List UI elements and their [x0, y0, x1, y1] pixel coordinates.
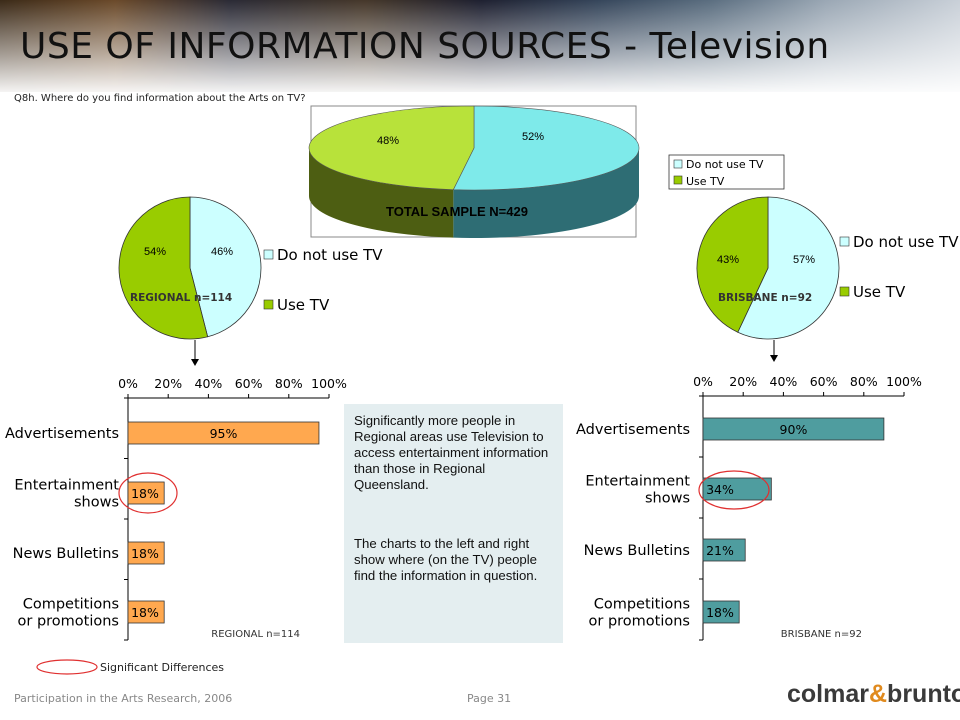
category-label: Advertisements	[5, 426, 119, 442]
pie-slice-do-not-use	[737, 196, 840, 340]
legend-label-do-not-use: Do not use TV	[853, 233, 959, 251]
significance-circle	[698, 470, 770, 510]
x-tick-label: 20%	[154, 376, 182, 391]
bar-value-label: 34%	[706, 482, 734, 497]
category-label: News Bulletins	[584, 543, 690, 559]
significance-circle	[118, 472, 178, 514]
category-label: Advertisements	[576, 422, 690, 438]
pie-slice-use-tv	[118, 196, 209, 340]
pie-label-use-tv: 43%	[717, 254, 739, 266]
bar-value-label: 18%	[131, 486, 159, 501]
logo-text-1: colmar	[787, 680, 869, 708]
pie-title: BRISBANE n=92	[718, 292, 812, 304]
x-tick-label: 40%	[195, 376, 223, 391]
pie-slice-do-not-use	[452, 105, 640, 191]
total-pie-legend: Do not use TV Use TV	[668, 154, 785, 190]
bar-1	[702, 477, 772, 501]
bar-1	[127, 481, 165, 505]
category-label: or promotions	[18, 614, 120, 630]
x-tick-label: 100%	[886, 374, 922, 389]
pie-title: REGIONAL n=114	[130, 292, 232, 304]
legend-label-use-tv: Use TV	[686, 175, 725, 188]
legend-label-use-tv: Use TV	[853, 283, 906, 301]
brisbane-pie-chart: 57% 43% BRISBANE n=92 Do not use TV Use TV	[696, 196, 959, 340]
x-tick-label: 80%	[275, 376, 303, 391]
x-tick-label: 60%	[810, 374, 838, 389]
pie-label-do-not-use: 46%	[211, 246, 233, 258]
legend-swatch-do-not-use	[673, 159, 683, 169]
pie-label-do-not-use: 52%	[522, 131, 544, 143]
page-title: USE OF INFORMATION SOURCES - Television	[20, 26, 830, 67]
pie-title: TOTAL SAMPLE N=429	[386, 204, 528, 219]
bar-value-label: 18%	[131, 605, 159, 620]
pie-label-use-tv: 54%	[144, 246, 166, 258]
pie-label-do-not-use: 57%	[793, 254, 815, 266]
header-banner-fade	[0, 0, 960, 92]
regional-pie-chart: 46% 54% REGIONAL n=114 Do not use TV Use TV	[118, 196, 383, 340]
pie-slice-use-tv	[308, 105, 475, 190]
legend-frame	[668, 154, 785, 190]
category-label: shows	[645, 491, 690, 507]
legend-label-use-tv: Use TV	[277, 296, 330, 314]
connector-arrowhead	[770, 355, 778, 362]
legend-swatch-do-not-use	[263, 249, 274, 260]
x-tick-label: 0%	[118, 376, 138, 391]
legend-label-do-not-use: Do not use TV	[277, 246, 383, 264]
footer-source: Participation in the Arts Research, 2006	[14, 692, 233, 705]
significant-differences-key	[36, 659, 98, 675]
commentary-box: Significantly more people in Regional ar…	[344, 404, 563, 643]
connector-arrowhead	[191, 359, 199, 366]
x-tick-label: 20%	[729, 374, 757, 389]
significant-differences-label: Significant Differences	[100, 661, 224, 674]
bar-value-label: 18%	[131, 546, 159, 561]
category-label: Competitions	[23, 597, 119, 613]
logo-ampersand: &	[868, 680, 888, 708]
x-tick-label: 40%	[770, 374, 798, 389]
category-label: Competitions	[594, 597, 690, 613]
brisbane-bar-chart: 0% 20% 40% 60% 80% 100% 90% Advertisements 34% En…	[576, 374, 922, 641]
logo-text-2: brunton	[887, 680, 960, 708]
x-tick-label: 0%	[693, 374, 713, 389]
bar-2	[702, 538, 746, 562]
category-label: Entertainment	[14, 478, 119, 494]
survey-question: Q8h. Where do you find information about…	[14, 93, 306, 104]
category-label: shows	[74, 495, 119, 511]
legend-swatch-use-tv	[839, 286, 850, 297]
category-label: Entertainment	[585, 474, 690, 490]
category-label: or promotions	[589, 614, 691, 630]
bar-value-label: 90%	[780, 422, 808, 437]
pie-slice-use-tv	[696, 196, 769, 333]
bar-value-label: 18%	[706, 605, 734, 620]
footer-page-number: Page 31	[467, 692, 512, 705]
chart-title: BRISBANE n=92	[781, 629, 862, 640]
commentary-paragraph-2: The charts to the left and right show wh…	[354, 536, 538, 583]
total-sample-pie-chart: 52% 48% TOTAL SAMPLE N=429 Do not use TV Use…	[308, 105, 785, 239]
bar-2	[127, 541, 165, 565]
x-tick-label: 60%	[235, 376, 263, 391]
legend-swatch-do-not-use	[839, 236, 850, 247]
bar-0	[127, 421, 320, 445]
bar-value-label: 21%	[706, 543, 734, 558]
legend-swatch-use-tv	[263, 299, 274, 310]
connector-arrows	[191, 340, 778, 366]
bar-0	[702, 417, 885, 441]
legend-swatch-use-tv	[673, 175, 683, 185]
chart-title: REGIONAL n=114	[211, 629, 300, 640]
bar-3	[702, 600, 740, 624]
legend-label-do-not-use: Do not use TV	[686, 158, 764, 171]
x-tick-label: 100%	[311, 376, 347, 391]
x-tick-label: 80%	[850, 374, 878, 389]
bar-value-label: 95%	[210, 426, 238, 441]
pie-label-use-tv: 48%	[377, 135, 399, 147]
category-label: News Bulletins	[13, 546, 119, 562]
pie-side-do-not-use	[453, 148, 639, 239]
commentary-paragraph-1: Significantly more people in Regional ar…	[354, 413, 549, 492]
regional-bar-chart: 0% 20% 40% 60% 80% 100% 95% Advertisements 18% En…	[5, 376, 347, 641]
company-logo: colmar&brunton	[787, 680, 960, 709]
key-circle	[36, 659, 98, 675]
bar-3	[127, 600, 165, 624]
pie-side-use-tv	[309, 148, 454, 238]
pie-slice-do-not-use	[189, 196, 262, 338]
